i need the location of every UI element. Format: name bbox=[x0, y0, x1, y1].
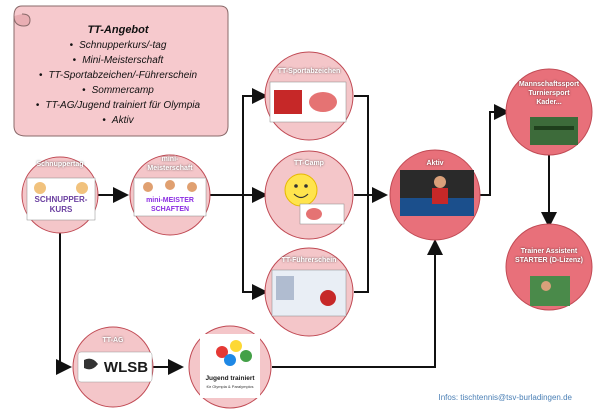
photo-icon bbox=[276, 276, 294, 300]
offer-item: Sommercamp bbox=[12, 83, 224, 98]
label-mannschaft-line1: Mannschaftssport bbox=[518, 81, 580, 88]
jugend-logo-line1: Jugend trainiert bbox=[205, 375, 255, 382]
node-trainer bbox=[505, 223, 593, 311]
jugend-logo-line2: für Olympia & Paralympics bbox=[206, 384, 253, 389]
offer-item: Mini-Meisterschaft bbox=[12, 53, 224, 68]
wlsb-logo-text: WLSB bbox=[104, 359, 148, 376]
offer-item: Aktiv bbox=[12, 113, 224, 128]
label-mini-meisterschaft: mini- Meisterschaft bbox=[140, 155, 200, 173]
kid-icon bbox=[165, 180, 175, 190]
offer-list: Schnupperkurs/-tag Mini-Meisterschaft TT… bbox=[12, 38, 224, 128]
label-mannschaft-line2: Turniersport bbox=[528, 90, 570, 97]
label-mannschaft-line3: Kader... bbox=[536, 99, 562, 106]
label-mannschaft: Mannschaftssport Turniersport Kader... bbox=[509, 80, 589, 107]
label-camp: TT-Camp bbox=[294, 160, 324, 167]
kid-icon bbox=[143, 182, 153, 192]
stamp-icon bbox=[320, 290, 336, 306]
paddle-icon bbox=[306, 208, 322, 220]
badge-icon bbox=[274, 90, 302, 114]
arrow-mini-to-fuehrerschein bbox=[242, 195, 268, 300]
label-sportabzeichen: TT-Sportabzeichen bbox=[277, 68, 341, 75]
sun-icon bbox=[284, 173, 318, 207]
label-mini-line2: Meisterschaft bbox=[147, 165, 193, 172]
label-trainer-line2: STARTER (D-Lizenz) bbox=[515, 257, 583, 264]
mannschaft-photo bbox=[530, 117, 578, 145]
label-ttag: TT-AG bbox=[102, 337, 124, 344]
label-trainer: Trainer Assistent STARTER (D-Lizenz) bbox=[509, 247, 589, 265]
paddle-icon bbox=[309, 92, 337, 112]
trainer-photo bbox=[530, 276, 570, 306]
node-images: SCHNUPPER- KURS mini-MEISTER SCHAFTEN bbox=[26, 81, 578, 398]
schnupperkurs-badge-line2: KURS bbox=[50, 205, 73, 214]
arrow-schnupper-to-ttag bbox=[56, 225, 72, 375]
label-aktiv: Aktiv bbox=[426, 160, 444, 167]
label-schnuppertag: Schnuppertag bbox=[36, 161, 84, 168]
label-mini-line1: mini- bbox=[161, 156, 179, 163]
offer-title: TT-Angebot bbox=[87, 24, 149, 36]
offer-text: TT-Angebot Schnupperkurs/-tag Mini-Meist… bbox=[12, 4, 224, 138]
label-fuehrerschein: TT-Führerschein bbox=[281, 257, 337, 264]
mini-badge-line2: SCHAFTEN bbox=[151, 206, 189, 213]
offer-item: TT-Sportabzeichen/-Führerschein bbox=[12, 68, 224, 83]
player-icon bbox=[434, 176, 446, 188]
label-trainer-line1: Trainer Assistent bbox=[520, 248, 578, 255]
wlsb-logo bbox=[77, 351, 153, 383]
kid-icon bbox=[187, 182, 197, 192]
kid-icon bbox=[76, 182, 88, 194]
schnupperkurs-badge-line1: SCHNUPPER- bbox=[35, 195, 88, 204]
contact-info: Infos: tischtennis@tsv-burladingen.de bbox=[438, 393, 572, 402]
kid-icon bbox=[34, 182, 46, 194]
offer-item: Schnupperkurs/-tag bbox=[12, 38, 224, 53]
connectors bbox=[56, 88, 557, 375]
arrow-jugend-to-aktiv bbox=[272, 239, 443, 368]
arrow-mini-to-sportabzeichen bbox=[210, 88, 268, 196]
offer-item: TT-AG/Jugend trainiert für Olympia bbox=[12, 98, 224, 113]
mini-badge-line1: mini-MEISTER bbox=[146, 197, 194, 204]
